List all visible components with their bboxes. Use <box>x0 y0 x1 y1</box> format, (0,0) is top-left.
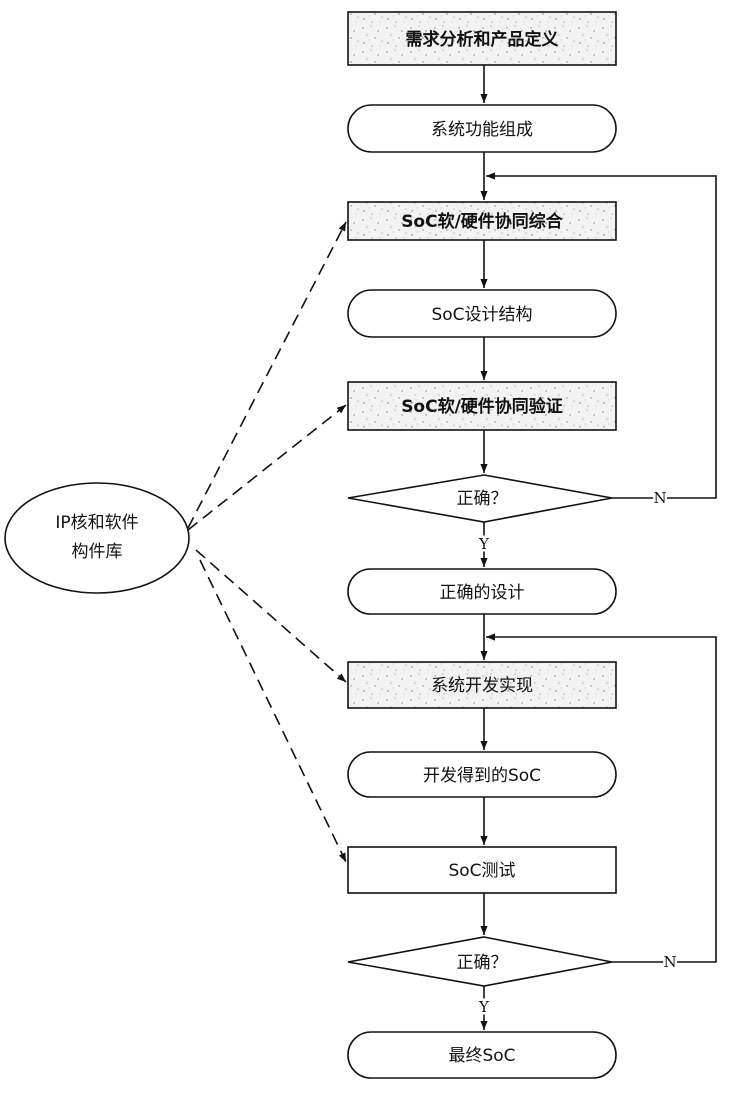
node-cosynthesis-label: SoC软/硬件协同综合 <box>401 211 564 232</box>
edge-ip-to-cosyn <box>187 221 347 529</box>
edge-ip-to-impl <box>195 549 347 683</box>
node-ip-library-ellipse <box>4 482 190 594</box>
node-system-function-label: 系统功能组成 <box>431 120 533 140</box>
node-decision-1 <box>347 474 613 523</box>
node-decision-2-label: 正确？ <box>457 953 508 973</box>
node-soc-test-label: SoC测试 <box>448 861 515 881</box>
node-soc-architecture-terminal <box>347 289 617 338</box>
node-correct-design-terminal <box>347 568 617 615</box>
node-correct-design-label: 正确的设计 <box>440 583 525 603</box>
node-coverification-box <box>347 381 617 431</box>
node-developed-soc-label: 开发得到的SoC <box>423 766 541 786</box>
node-decision-2 <box>347 936 613 987</box>
node-ip-library-label-line1: IP核和软件 <box>55 513 138 533</box>
node-coverification-label: SoC软/硬件协同验证 <box>401 396 563 417</box>
edge-label-no-1: N <box>653 489 666 507</box>
edge-check2-no-loop <box>486 633 717 963</box>
node-requirements-label: 需求分析和产品定义 <box>406 29 559 50</box>
edge-label-yes-1: Y <box>478 535 490 553</box>
node-final-soc-label: 最终SoC <box>448 1046 515 1066</box>
node-soc-architecture-label: SoC设计结构 <box>431 305 532 325</box>
edge-check1-no-loop <box>486 172 717 499</box>
node-system-function-terminal <box>347 104 617 153</box>
node-cosynthesis-box <box>347 201 617 241</box>
node-implementation-label: 系统开发实现 <box>431 676 533 696</box>
node-soc-test-box <box>347 846 617 894</box>
edge-label-no-2: N <box>663 953 676 971</box>
node-implementation-box <box>347 661 617 709</box>
node-requirements-box <box>347 11 617 66</box>
node-developed-soc-terminal <box>347 751 617 798</box>
edge-label-yes-2: Y <box>478 998 490 1016</box>
node-decision-1-label: 正确？ <box>457 489 508 509</box>
edge-ip-to-test <box>199 559 347 863</box>
node-ip-library-label-line2: 构件库 <box>72 542 123 562</box>
edge-ip-to-cover <box>187 404 347 531</box>
node-final-soc-terminal <box>347 1031 617 1079</box>
